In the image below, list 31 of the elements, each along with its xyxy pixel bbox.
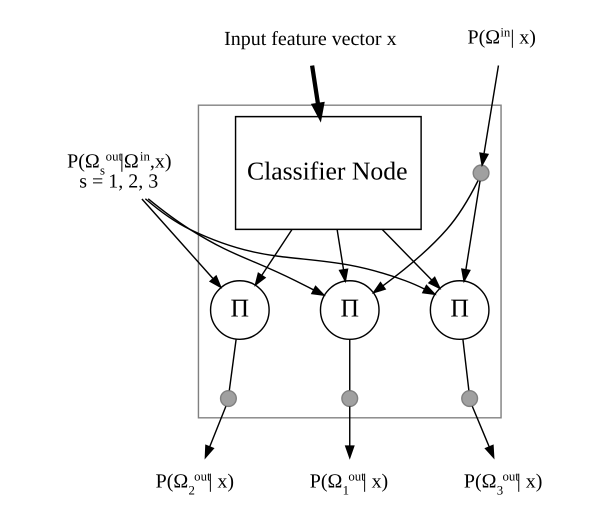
node-circle	[219, 390, 236, 408]
node-circle: Π	[319, 280, 380, 340]
arrow	[478, 65, 499, 168]
arrow	[204, 406, 226, 460]
node-circle	[472, 164, 490, 182]
connector	[462, 339, 470, 390]
arrow	[140, 198, 222, 289]
node-text: P(Ω$_{s}$$^{out}$|Ω$^{in}$,x) s = 1, 2, 3	[66, 150, 172, 193]
arrow	[144, 198, 436, 296]
node-text: P(Ω$_{3}$$^{out}$| x)	[463, 469, 542, 498]
arrow	[371, 180, 478, 294]
arrow	[471, 406, 494, 460]
connector	[348, 340, 350, 390]
node-text: P(Ω$_{1}$$^{out}$| x)	[309, 469, 388, 498]
arrow	[460, 180, 480, 284]
arrow	[381, 228, 441, 290]
node-text: P(Ω$^{in}$| x)	[467, 25, 536, 48]
connector	[228, 339, 236, 390]
node-text: Input feature vector x	[224, 28, 396, 50]
node-circle: Π	[429, 280, 490, 340]
cluster	[197, 104, 502, 419]
arrow	[254, 228, 292, 287]
arrow	[147, 198, 326, 296]
node-circle	[460, 390, 478, 408]
arrow	[310, 65, 324, 123]
node-box: Classifier Node	[234, 116, 422, 230]
node-text: P(Ω$_{2}$$^{out}$| x)	[155, 469, 234, 498]
arrow	[344, 406, 354, 460]
arrow	[336, 229, 348, 284]
node-circle: Π	[209, 280, 270, 340]
node-circle	[340, 390, 358, 408]
